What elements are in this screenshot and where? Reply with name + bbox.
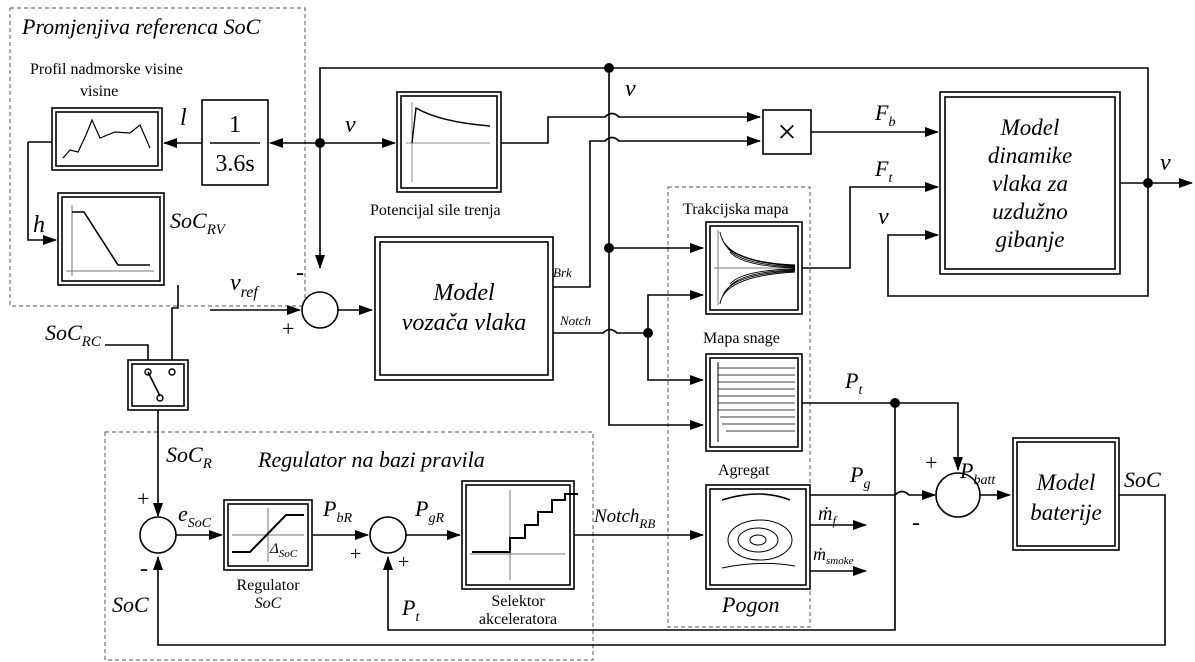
soc-ref-region — [9, 7, 306, 307]
driver-label-2: vozača vlaka — [402, 310, 527, 336]
signal-pt-fb: Pt — [401, 595, 420, 625]
rule-regulator-region — [104, 431, 594, 661]
signal-e-soc: eSoC — [178, 501, 212, 531]
signal-soc-rc: SoCRC — [45, 320, 102, 350]
signal-notch: Notch — [559, 313, 591, 328]
v-top-feedback — [315, 67, 1149, 269]
power-map-lines — [718, 367, 795, 432]
signal-soc-r: SoCR — [166, 442, 212, 472]
train-label-3: vlaka za — [992, 171, 1068, 196]
selector-label-1: Selektor — [491, 593, 545, 610]
svg-text:+: + — [282, 316, 294, 341]
driver-label-1: Model — [432, 280, 495, 306]
signal-h: h — [33, 212, 45, 238]
integrator-denominator: 3.6s — [215, 151, 254, 177]
integrator-numerator: 1 — [229, 112, 241, 138]
friction-curve — [411, 106, 491, 144]
signal-v-bus: v — [625, 76, 636, 102]
train-label-4: uzdužno — [992, 199, 1067, 224]
signal-v-out: v — [1160, 150, 1171, 176]
genset-label: Agregat — [718, 462, 770, 479]
power-map-label: Mapa snage — [703, 330, 780, 347]
train-label-1: Model — [1000, 115, 1060, 140]
svg-text:-: - — [296, 260, 304, 286]
svg-text:-: - — [912, 510, 920, 536]
signal-brk: Brk — [553, 265, 572, 280]
train-label-5: gibanje — [996, 227, 1065, 252]
battery-label-2: baterije — [1030, 500, 1102, 525]
junction — [315, 138, 325, 148]
signal-ft: Ft — [874, 156, 893, 186]
signal-pgr: PgR — [414, 496, 444, 526]
multiply-symbol: × — [777, 114, 796, 151]
sum-v — [301, 291, 339, 329]
selector-label-2: akceleratora — [479, 611, 557, 628]
friction-potential-label: Potencijal sile trenja — [370, 202, 501, 219]
altitude-profile-label: Profil nadmorske visine — [30, 61, 183, 78]
battery-label-1: Model — [1036, 470, 1096, 495]
soc-reg-label-2: SoC — [255, 595, 282, 612]
svg-text:+: + — [350, 543, 361, 565]
signal-vref: vref — [230, 270, 260, 301]
signal-pg: Pg — [849, 462, 870, 492]
soc-reg-label-1: Regulator — [236, 577, 300, 594]
traction-curves — [719, 231, 796, 305]
signal-msmoke: ṁsmoke — [813, 544, 854, 567]
signal-mf: ṁf — [818, 503, 838, 528]
signal-soc-fb: SoC — [112, 592, 149, 617]
signal-l: l — [180, 105, 187, 131]
rule-reg-title: Regulator na bazi pravila — [257, 447, 485, 472]
traction-map-label: Trakcijska mapa — [683, 201, 789, 218]
train-label-2: dinamike — [988, 143, 1072, 168]
delta-soc-label: ΔSoC — [269, 541, 298, 560]
soc-rv-curve — [72, 211, 150, 266]
selector-steps — [472, 493, 578, 553]
signal-pbatt: Pbatt — [959, 458, 996, 488]
pogon-region — [667, 186, 811, 628]
switch-blade — [147, 371, 161, 397]
svg-text:+: + — [137, 486, 149, 511]
soc-ref-title: Promjenjiva referenca SoC — [21, 14, 261, 39]
signal-pbr: PbR — [322, 496, 352, 526]
soc-regulator-curve — [232, 514, 304, 553]
signal-v-train: v — [878, 204, 889, 230]
signal-pt: Pt — [844, 368, 863, 398]
pogon-label: Pogon — [721, 592, 779, 617]
altitude-curve — [62, 118, 151, 159]
altitude-profile-label-2: visine — [80, 83, 118, 100]
signal-notch-rb: NotchRB — [593, 506, 655, 531]
signal-soc-rv: SoCRV — [170, 208, 227, 238]
sum-soc — [139, 516, 177, 554]
signal-soc-out: SoC — [1124, 467, 1161, 492]
svg-text:+: + — [925, 450, 937, 475]
signal-fb: Fb — [874, 100, 895, 130]
sum-pgr — [369, 516, 407, 554]
signal-v-mid: v — [345, 112, 356, 138]
svg-text:+: + — [398, 551, 409, 573]
svg-text:-: - — [140, 556, 148, 582]
